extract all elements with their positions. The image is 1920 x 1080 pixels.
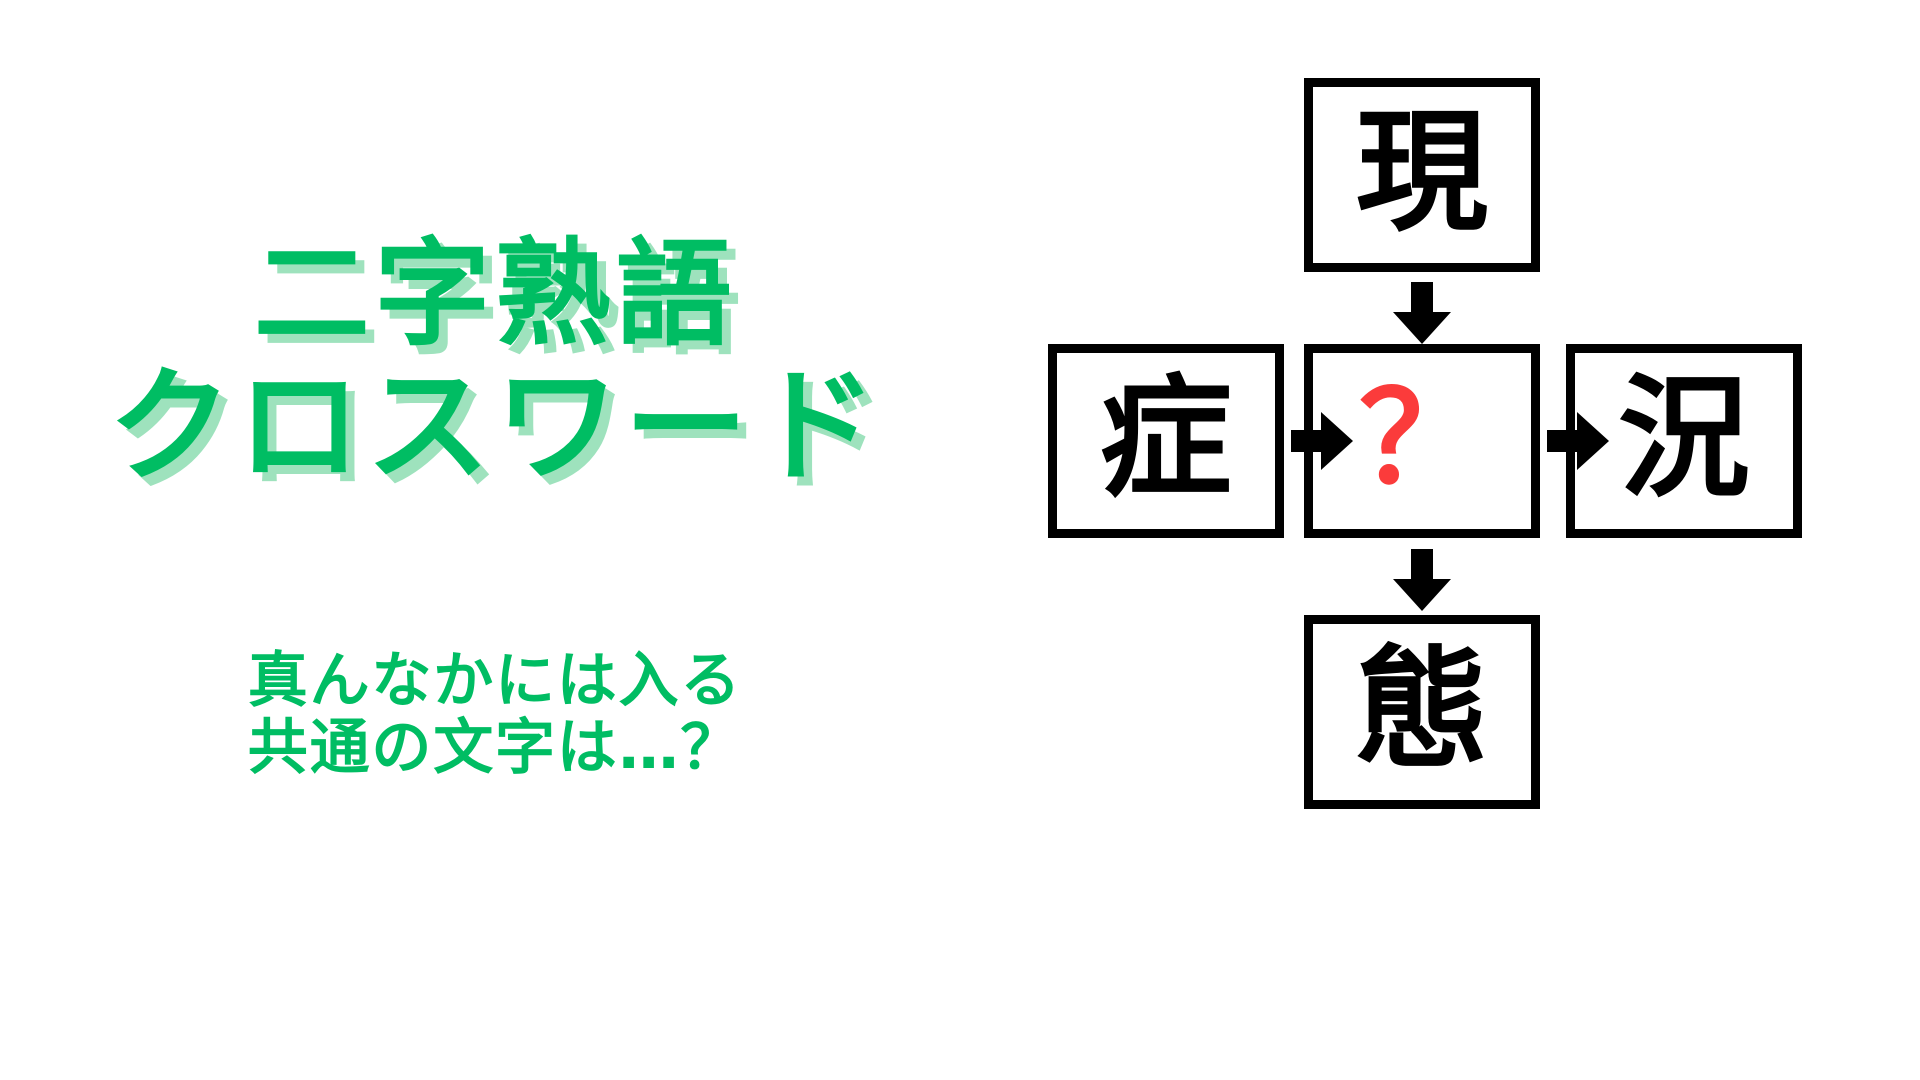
arrow-down-icon-center-to-bottom <box>1393 549 1451 611</box>
arrow-shaft <box>1291 430 1325 452</box>
arrow-shaft <box>1547 430 1581 452</box>
arrow-head <box>1393 312 1451 344</box>
title-line-2: クロスワード <box>108 355 882 500</box>
title-line-1: 二字熟語 <box>253 227 737 362</box>
puzzle-cell-right-label: 況 <box>1618 362 1750 516</box>
arrow-right-icon-left-to-center <box>1291 412 1353 470</box>
arrow-right-icon-center-to-right <box>1547 412 1609 470</box>
title-block: 二字熟語 クロスワード <box>0 232 990 495</box>
subtitle-line-2: 共通の文字は…？ <box>247 713 743 784</box>
puzzle-cell-left-label: 症 <box>1100 362 1232 516</box>
arrow-down-icon-top-to-center <box>1393 282 1451 344</box>
arrow-head <box>1321 412 1353 470</box>
arrow-head <box>1577 412 1609 470</box>
puzzle-cell-center-label: ？ <box>1359 365 1485 512</box>
puzzle-cell-top-label: 現 <box>1356 96 1488 250</box>
arrow-shaft <box>1411 282 1433 316</box>
arrow-shaft <box>1411 549 1433 583</box>
puzzle-cell-bottom-label: 態 <box>1356 633 1488 787</box>
subtitle-line-1: 真んなかには入る <box>247 646 743 716</box>
arrow-head <box>1393 579 1451 611</box>
puzzle-cell-left[interactable]: 症 <box>1048 344 1284 538</box>
puzzle-cell-right[interactable]: 況 <box>1566 344 1802 538</box>
puzzle-cell-bottom[interactable]: 態 <box>1304 615 1540 809</box>
subtitle-block: 真んなかには入る 共通の文字は…？ <box>0 646 990 784</box>
puzzle-cell-top[interactable]: 現 <box>1304 78 1540 272</box>
crossword-diagram: 現 症 ？ 況 態 <box>960 0 1920 1080</box>
